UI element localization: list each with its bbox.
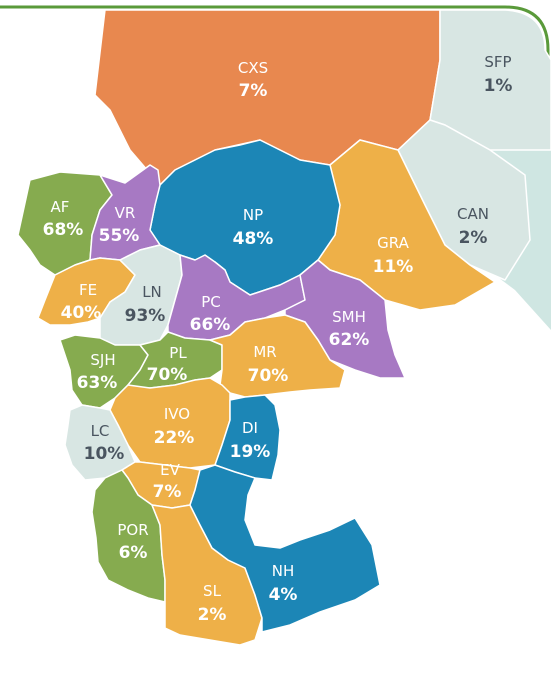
region-sl[interactable]: SL 2% [151, 504, 263, 646]
region-code: DI [242, 419, 258, 437]
region-code: FE [79, 281, 97, 299]
region-percent: 11% [373, 257, 414, 277]
region-smh[interactable]: SMH 62% [284, 259, 406, 379]
region-pc[interactable]: PC 66% [167, 254, 306, 341]
region-code: LC [91, 422, 110, 440]
region-percent: 63% [77, 373, 118, 393]
region-sjh[interactable]: SJH 63% [59, 334, 149, 409]
region-percent: 4% [269, 585, 298, 605]
region-percent: 10% [84, 444, 125, 464]
region-percent: 7% [239, 81, 268, 101]
region-code: AF [51, 198, 70, 216]
region-code: LN [142, 283, 162, 301]
region-percent: 70% [248, 366, 289, 386]
region-nh[interactable]: NH 4% [189, 464, 381, 633]
region-code: VR [115, 204, 136, 222]
region-code: PC [201, 293, 221, 311]
region-code: NH [272, 562, 295, 580]
region-code: SFP [484, 53, 511, 71]
region-percent: 2% [459, 228, 488, 248]
region-percent: 1% [484, 76, 513, 96]
region-percent: 62% [329, 330, 370, 350]
region-di[interactable]: DI 19% [214, 394, 281, 481]
region-code: SMH [332, 308, 366, 326]
region-np[interactable]: NP 48% [149, 139, 341, 296]
region-percent: 19% [230, 442, 271, 462]
region-percent: 70% [147, 365, 188, 385]
region-code: CAN [457, 205, 489, 223]
region-code: EV [160, 461, 180, 479]
region-code: CXS [238, 59, 268, 77]
region-percent: 68% [43, 220, 84, 240]
region-percent: 48% [233, 229, 274, 249]
region-percent: 6% [119, 543, 148, 563]
region-percent: 66% [190, 315, 231, 335]
map-frame [0, 5, 550, 80]
region-percent: 40% [61, 303, 102, 323]
region-vr[interactable]: VR 55% [89, 164, 161, 261]
region-percent: 7% [153, 482, 182, 502]
region-code: GRA [377, 234, 409, 252]
region-code: SJH [90, 351, 115, 369]
region-percent: 22% [154, 428, 195, 448]
region-code: MR [253, 343, 276, 361]
region-code: IVO [164, 405, 190, 423]
region-pl[interactable]: PL 70% [127, 331, 223, 389]
region-code: PL [169, 344, 187, 362]
region-percent: 2% [198, 605, 227, 625]
region-lc[interactable]: LC 10% [64, 404, 136, 481]
region-percent: 93% [125, 306, 166, 326]
region-code: POR [117, 521, 148, 539]
region-code: SL [203, 582, 222, 600]
region-code: NP [243, 206, 263, 224]
region-percent: 55% [99, 226, 140, 246]
region-sfp[interactable]: SFP 1% [429, 9, 551, 151]
region-por[interactable]: POR 6% [91, 469, 166, 603]
